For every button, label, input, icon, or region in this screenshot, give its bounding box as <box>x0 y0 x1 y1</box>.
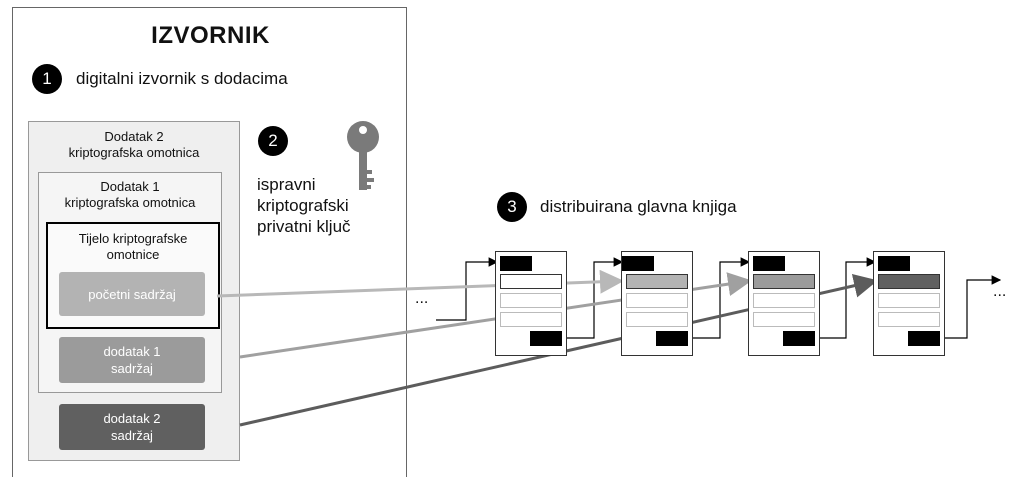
block-slot-addon-2 <box>878 274 940 289</box>
envelope-body-subtitle: omotnice <box>106 247 160 262</box>
step-3-badge: 3 <box>497 192 527 222</box>
envelope-body-title: Tijelo kriptografske <box>78 231 188 246</box>
step-2-badge: 2 <box>258 126 288 156</box>
addon-2-content-line2: sadržaj <box>111 428 153 443</box>
envelope-2-title: Dodatak 2 <box>104 129 164 144</box>
addon-2-content-line1: dodatak 2 <box>103 411 161 426</box>
envelope-2-subtitle: kriptografska omotnica <box>68 145 200 160</box>
chain-link-incoming <box>436 257 499 321</box>
step-1-label: digitalni izvornik s dodacima <box>76 69 288 88</box>
ledger-block-2 <box>621 251 693 356</box>
initial-content-box: početni sadržaj <box>59 272 205 316</box>
chain-link-1-2 <box>563 257 624 339</box>
block-slot <box>753 312 815 327</box>
block-footer <box>908 331 940 346</box>
envelope-1-subtitle: kriptografska omotnica <box>64 195 196 210</box>
addon-1-content-line1: dodatak 1 <box>103 344 161 359</box>
block-slot <box>878 312 940 327</box>
addon-2-content-box: dodatak 2 sadržaj <box>59 404 205 450</box>
ledger-label: distribuirana glavna knjiga <box>540 197 737 216</box>
key-label: ispravni kriptografski privatni ključ <box>257 174 351 237</box>
block-footer <box>656 331 688 346</box>
block-slot <box>500 312 562 327</box>
block-header <box>878 256 910 271</box>
source-title: IZVORNIK <box>151 22 270 49</box>
ledger-block-1 <box>495 251 567 356</box>
block-slot <box>878 293 940 308</box>
envelope-1-title: Dodatak 1 <box>100 179 160 194</box>
chain-link-2-3 <box>690 257 751 339</box>
block-slot <box>500 274 562 289</box>
key-icon <box>347 121 379 190</box>
block-slot-initial <box>626 274 688 289</box>
block-slot <box>626 312 688 327</box>
chain-link-outgoing <box>941 275 1002 339</box>
ledger-ellipsis-left: ... <box>415 290 429 307</box>
block-footer <box>530 331 562 346</box>
block-footer <box>783 331 815 346</box>
ledger-block-4 <box>873 251 945 356</box>
key-label-line3: privatni ključ <box>257 217 351 236</box>
addon-1-content-line2: sadržaj <box>111 361 153 376</box>
block-slot <box>753 293 815 308</box>
block-slot-addon-1 <box>753 274 815 289</box>
addon-1-content-box: dodatak 1 sadržaj <box>59 337 205 383</box>
initial-content-label: početni sadržaj <box>88 286 176 302</box>
ledger-ellipsis-right: ... <box>993 283 1007 300</box>
ledger-block-3 <box>748 251 820 356</box>
block-slot <box>626 293 688 308</box>
key-label-line2: kriptografski <box>257 196 349 215</box>
block-header <box>500 256 532 271</box>
block-header <box>753 256 785 271</box>
step-1-badge: 1 <box>32 64 62 94</box>
chain-link-3-4 <box>816 257 877 339</box>
key-label-line1: ispravni <box>257 175 316 194</box>
block-slot <box>500 293 562 308</box>
block-header <box>622 256 654 271</box>
